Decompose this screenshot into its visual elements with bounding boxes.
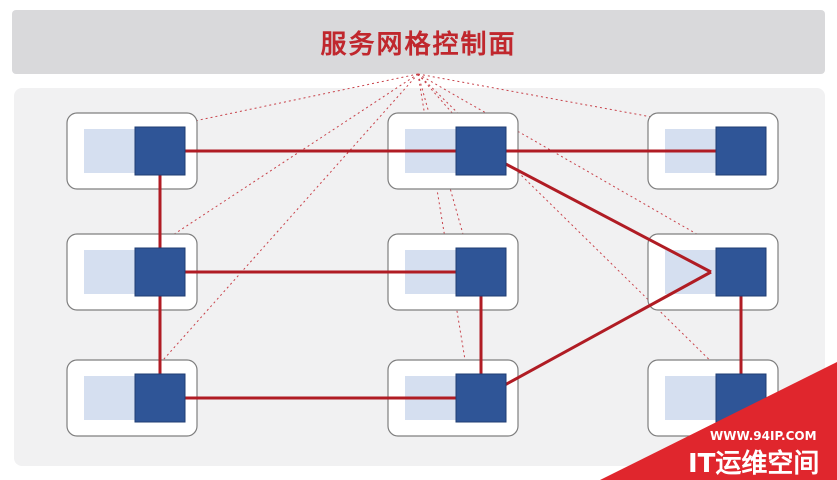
control-plane-bar: 服务网格控制面	[12, 10, 825, 74]
service-app-r3c1	[84, 376, 144, 420]
data-link-r1c2-r2c3	[480, 149, 712, 274]
watermark: WWW.94IP.COM IT运维空间	[600, 362, 837, 480]
watermark-banner	[600, 362, 837, 480]
control-link-r2c1	[146, 73, 419, 253]
sidecar-proxy-r2c2	[455, 247, 507, 297]
sidecar-proxy-r1c1	[134, 126, 186, 176]
control-link-r3c3	[417, 73, 729, 379]
data-link-r3c2-r2c3	[480, 270, 712, 400]
control-plane-title: 服务网格控制面	[320, 29, 517, 60]
service-app-r2c3	[665, 250, 725, 294]
sidecar-proxy-r3c1	[134, 373, 186, 423]
service-app-r2c1	[84, 250, 144, 294]
watermark-url: WWW.94IP.COM	[710, 429, 817, 443]
watermark-brand: IT运维空间	[688, 448, 819, 479]
control-link-r2c2	[417, 73, 469, 253]
sidecar-proxy-r1c2	[455, 126, 507, 176]
sidecar-proxy-r2c3	[715, 247, 767, 297]
service-app-r1c1	[84, 129, 144, 173]
sidecar-proxy-r3c2	[455, 373, 507, 423]
sidecar-proxy-r1c3	[715, 126, 767, 176]
service-app-r3c3	[665, 376, 725, 420]
sidecar-proxy-r2c1	[134, 247, 186, 297]
